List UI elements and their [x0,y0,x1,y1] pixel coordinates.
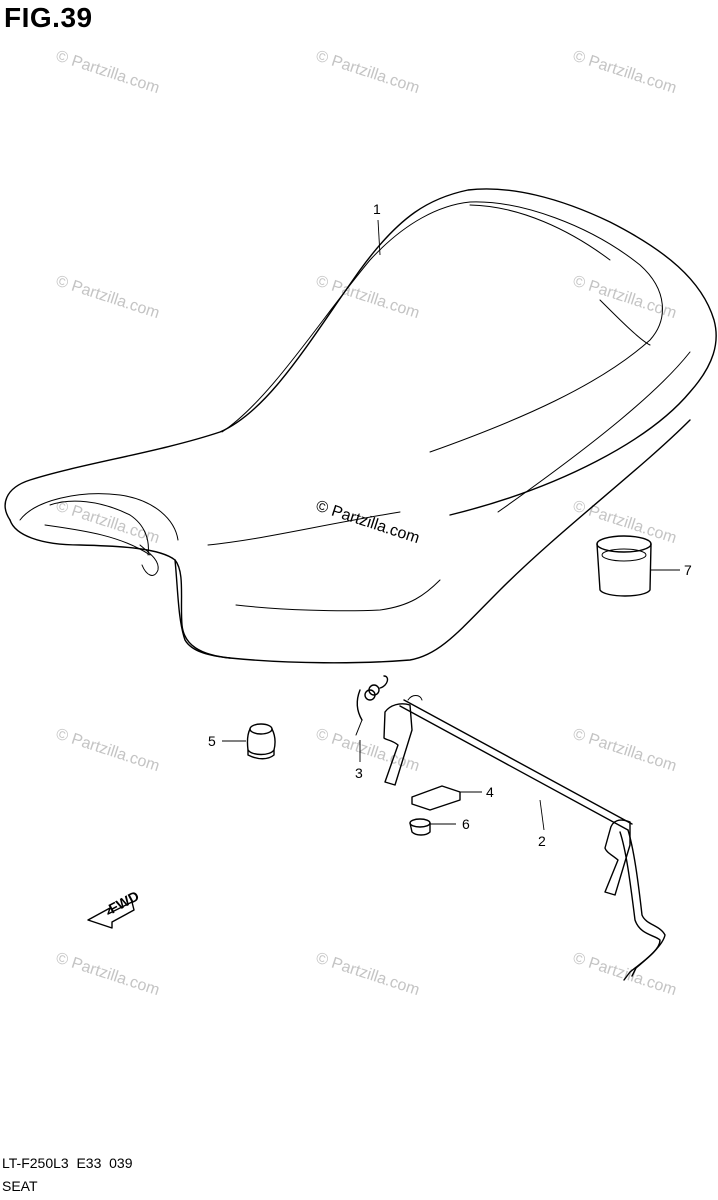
watermark: © Partzilla.com [571,950,679,999]
watermark: © Partzilla.com [571,726,679,775]
nut-part-6 [409,818,456,836]
plate-part-4 [411,785,482,811]
watermark: © Partzilla.com [314,273,422,322]
fwd-label: FWD [106,888,142,917]
callout-7: 7 [684,562,692,578]
watermark: © Partzilla.com [54,48,162,97]
callout-5: 5 [208,733,216,749]
section-name: SEAT [2,1178,38,1194]
callout-4: 4 [486,784,494,800]
watermark: © Partzilla.com [571,498,679,547]
callout-2: 2 [538,833,546,849]
watermark: © Partzilla.com [314,48,422,97]
spring-part-3 [355,675,389,762]
fwd-arrow-icon: FWD [87,888,142,929]
callout-1: 1 [373,201,381,217]
callout-6: 6 [462,816,470,832]
watermark: © Partzilla.com [54,498,162,547]
watermark: © Partzilla.com [314,950,422,999]
watermark: © Partzilla.com [54,726,162,775]
callout-3: 3 [355,765,363,781]
callout-labels: 1 2 3 4 5 6 7 [208,201,692,849]
seat-lock-rod-part-2 [383,695,666,981]
cushion-part-7 [596,535,680,597]
watermark: © Partzilla.com [571,48,679,97]
figure-title: FIG.39 [4,2,93,33]
model-code: LT-F250L3 E33 039 [2,1155,133,1171]
watermark: © Partzilla.com [54,950,162,999]
watermark: © Partzilla.com [54,273,162,322]
watermark-center: © Partzilla.com [314,498,422,547]
seat-part-1 [4,188,717,664]
cushion-part-5 [222,723,276,760]
